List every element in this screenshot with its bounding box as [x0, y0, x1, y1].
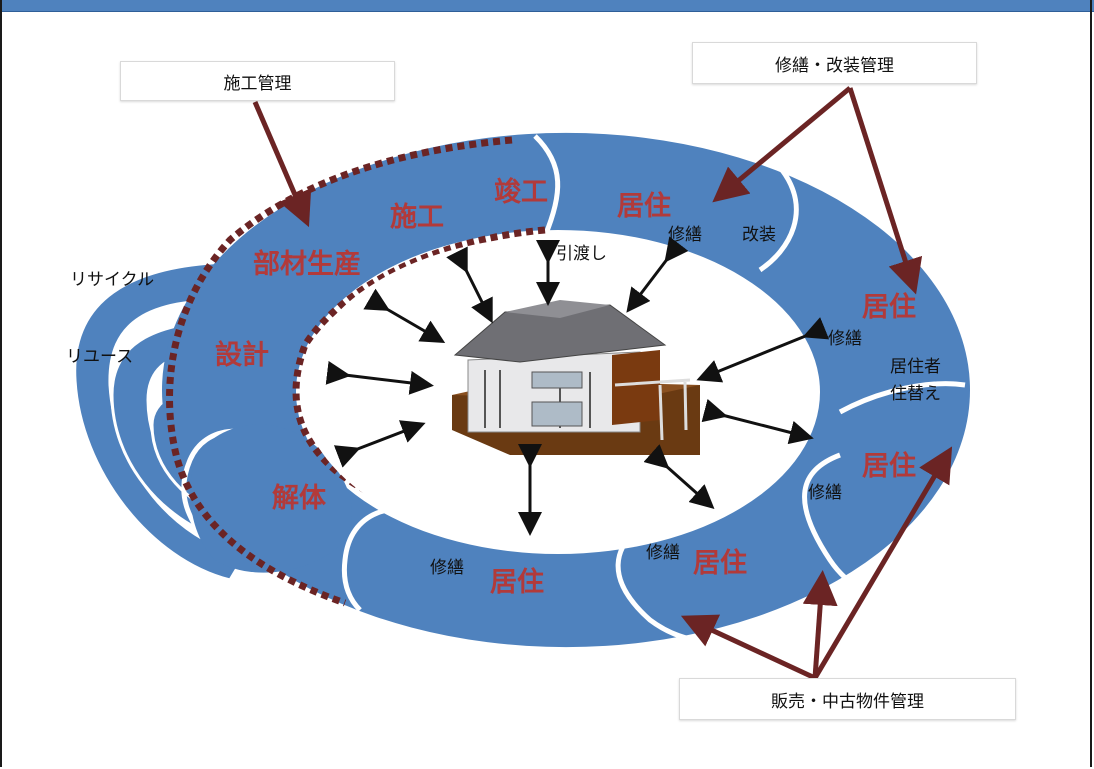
stage-demolition: 解体: [272, 483, 326, 514]
callout-arrows: [252, 86, 953, 681]
house-icon: [452, 300, 700, 455]
stage-residence-top: 居住: [617, 191, 671, 222]
move-label: 住替え: [890, 384, 941, 404]
repair-label-top: 修繕: [668, 225, 702, 245]
stage-completion: 竣工: [494, 177, 548, 208]
construction-boundary: [166, 136, 546, 607]
top-bar: [0, 0, 1094, 12]
stage-residence-bottom: 居住: [490, 567, 544, 598]
repair-label-bottom-right: 修繕: [646, 543, 680, 563]
stage-construction: 施工: [390, 202, 444, 233]
renovation-label-top: 改装: [742, 225, 776, 245]
stage-parts-production: 部材生産: [253, 249, 361, 280]
repair-label-right-lower: 修繕: [808, 483, 842, 503]
stage-residence-bottom-right: 居住: [693, 548, 747, 579]
callout-repair-renovation-management: 修繕・改装管理: [692, 42, 977, 84]
stage-design: 設計: [215, 340, 269, 371]
stage-residence-right-upper: 居住: [862, 292, 916, 323]
stage-residence-right-lower: 居住: [862, 451, 916, 482]
interaction-arrows: [325, 236, 830, 536]
callout-construction-management: 施工管理: [120, 61, 395, 101]
repair-label-bottom: 修繕: [430, 558, 464, 578]
demolition-segment: [190, 424, 352, 573]
recycle-label: リサイクル: [70, 270, 155, 290]
callout-sales-used-property-management: 販売・中古物件管理: [679, 678, 1016, 720]
handover-label: 引渡し: [556, 244, 607, 264]
reuse-label: リユース: [66, 347, 134, 367]
resident-label: 居住者: [890, 357, 941, 377]
repair-label-right-upper: 修繕: [828, 329, 862, 349]
